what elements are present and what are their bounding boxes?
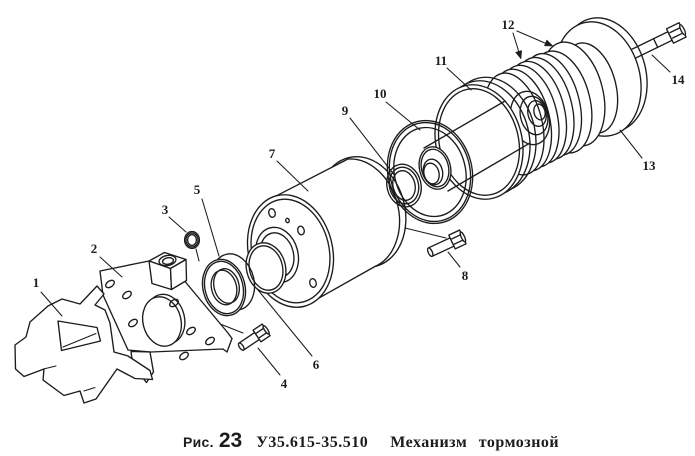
part-labels: 1 2 3 4 5 6 7 8 9 10 11 12 13 14 xyxy=(33,17,685,391)
part-bolt-14 xyxy=(626,21,687,61)
part-label-1: 1 xyxy=(33,275,40,290)
part-label-5: 5 xyxy=(194,182,201,197)
part-label-13: 13 xyxy=(643,158,657,173)
part-mounting-plate-2 xyxy=(99,251,233,384)
part-label-2: 2 xyxy=(91,241,98,256)
caption-title: Механизм тормозной xyxy=(390,434,560,451)
part-label-9: 9 xyxy=(342,103,349,118)
part-bracket-1 xyxy=(14,285,154,404)
part-o-ring-9 xyxy=(386,163,422,208)
part-piston-cup-6 xyxy=(245,242,287,294)
part-label-11: 11 xyxy=(435,53,447,68)
part-label-6: 6 xyxy=(313,357,320,372)
caption-fig-label: Рис. xyxy=(183,434,214,450)
arrowhead-12a xyxy=(515,50,522,60)
part-o-ring-3 xyxy=(183,230,201,262)
part-label-4: 4 xyxy=(281,376,288,391)
part-label-14: 14 xyxy=(672,72,686,87)
part-piston-11 xyxy=(418,76,537,200)
part-label-7: 7 xyxy=(269,146,276,161)
figure-caption: Рис. 23 У35.615-35.510 Механизм тормозно… xyxy=(183,429,559,453)
part-label-8: 8 xyxy=(462,268,469,283)
part-label-3: 3 xyxy=(162,202,169,217)
part-leader-lines xyxy=(40,30,671,376)
part-label-12: 12 xyxy=(502,17,515,32)
caption-designation: У35.615-35.510 xyxy=(256,434,369,451)
part-grooved-drum-12 xyxy=(483,41,619,176)
arrowhead-12b xyxy=(544,39,554,47)
part-bolt-8 xyxy=(426,229,467,258)
caption-fig-number: 23 xyxy=(218,429,243,452)
part-seal-ring-5 xyxy=(201,253,256,317)
part-label-10: 10 xyxy=(374,86,387,101)
part-bolt-4 xyxy=(204,317,271,351)
